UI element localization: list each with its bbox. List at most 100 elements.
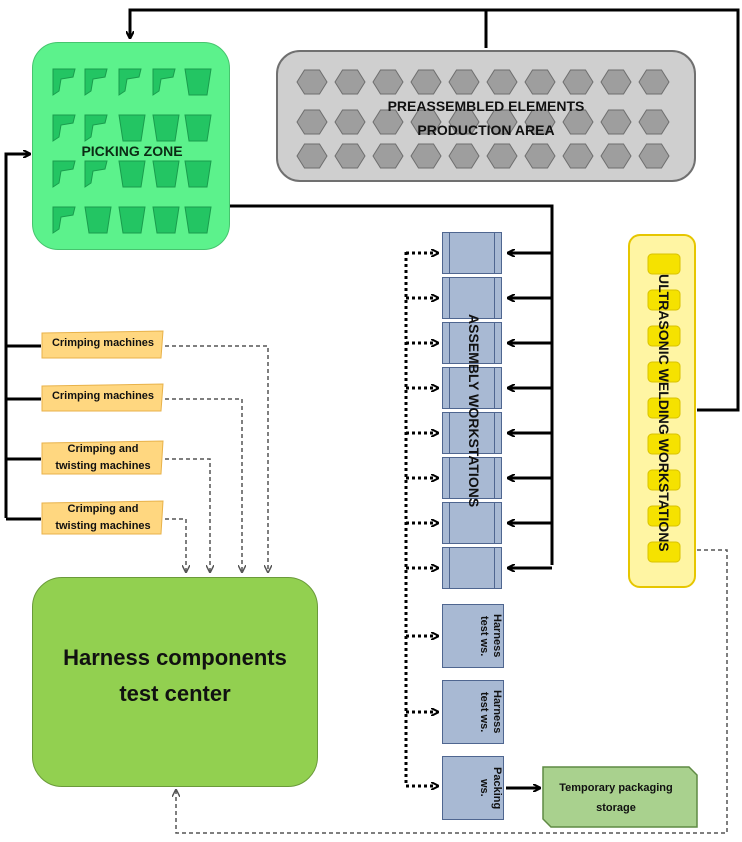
hexagon-cell xyxy=(296,109,328,135)
hexagon-cell xyxy=(372,109,404,135)
hexagon-cell xyxy=(334,69,366,95)
bin-flag xyxy=(84,68,108,96)
packing-ws: Packing ws. xyxy=(442,756,504,820)
hexagon-cell xyxy=(638,143,670,169)
production-hexagons xyxy=(296,69,670,169)
picking-zone: PICKING ZONE xyxy=(32,42,230,250)
bin-flag xyxy=(118,68,142,96)
return-to-picking-line xyxy=(130,8,488,48)
bin-trapezoid xyxy=(152,206,180,234)
picking-to-assembly-trunk xyxy=(230,204,554,565)
packaging-storage-label: Temporary packaging storage xyxy=(548,778,684,818)
bin-trapezoid xyxy=(184,68,212,96)
machine-label: Crimping machines xyxy=(51,390,155,402)
hexagon-cell xyxy=(410,143,442,169)
welding-cell xyxy=(647,469,681,491)
bin-trapezoid xyxy=(118,206,146,234)
assembly-workstation xyxy=(442,457,502,499)
hexagon-cell xyxy=(410,109,442,135)
bin-flag xyxy=(52,114,76,142)
hexagon-cell xyxy=(638,69,670,95)
preassembled-production-area: PREASSEMBLED ELEMENTS PRODUCTION AREA xyxy=(276,50,696,182)
machine-to-test-line xyxy=(165,518,186,572)
picking-bins xyxy=(52,68,212,234)
welding-cell xyxy=(647,541,681,563)
welding-cell xyxy=(647,397,681,419)
packaging-storage-line1: Temporary packaging xyxy=(559,782,673,794)
bin-flag xyxy=(84,160,108,188)
harness-test-ws-1: Harness test ws. xyxy=(442,604,504,668)
bin-flag xyxy=(84,114,108,142)
machine-to-test-line xyxy=(165,458,210,572)
picking-zone-title: PICKING ZONE xyxy=(81,143,183,159)
machine-to-test-line xyxy=(165,345,268,572)
packing-ws-label: Packing ws. xyxy=(478,766,503,810)
welding-cell xyxy=(647,505,681,527)
hexagon-cell xyxy=(562,109,594,135)
assembly-workstation xyxy=(442,232,502,274)
bin-trapezoid xyxy=(84,206,112,234)
hexagon-cell xyxy=(600,69,632,95)
bin-flag xyxy=(152,68,176,96)
hexagon-cell xyxy=(524,109,556,135)
test-center-title: Harness components test center xyxy=(33,640,317,712)
hexagon-cell xyxy=(372,143,404,169)
bin-trapezoid xyxy=(118,114,146,142)
hexagon-cell xyxy=(486,109,518,135)
bin-trapezoid xyxy=(184,160,212,188)
assembly-title: ASSEMBLY WORKSTATIONS xyxy=(466,314,482,508)
hexagon-cell xyxy=(334,109,366,135)
test-return-line xyxy=(176,549,728,834)
ultrasonic-title: ULTRASONIC WELDING WORKSTATIONS xyxy=(656,274,672,552)
assembly-workstation xyxy=(442,412,502,454)
ultrasonic-cells xyxy=(647,253,681,563)
hexagon-cell xyxy=(486,69,518,95)
production-area-title: PREASSEMBLED ELEMENTS PRODUCTION AREA xyxy=(278,94,694,142)
hexagon-cell xyxy=(562,143,594,169)
welding-cell xyxy=(647,253,681,275)
hexagon-cell xyxy=(524,69,556,95)
welding-cell xyxy=(647,361,681,383)
hexagon-cell xyxy=(410,69,442,95)
bin-trapezoid xyxy=(184,114,212,142)
hexagon-cell xyxy=(448,143,480,169)
hexagon-cell xyxy=(372,69,404,95)
production-area-title-line2: PRODUCTION AREA xyxy=(417,122,555,138)
bin-trapezoid xyxy=(118,160,146,188)
machine-tag-shape xyxy=(41,440,164,475)
bin-trapezoid xyxy=(152,114,180,142)
assembly-workstation xyxy=(442,277,502,319)
machines-feed-line xyxy=(4,154,30,518)
packaging-storage xyxy=(542,766,698,828)
machine-label: Crimping machines xyxy=(51,337,155,349)
machine-tag-shape xyxy=(41,383,164,412)
harness-test-ws-2: Harness test ws. xyxy=(442,680,504,744)
production-area-title-line1: PREASSEMBLED ELEMENTS xyxy=(387,98,585,114)
hexagon-cell xyxy=(562,69,594,95)
hexagon-cell xyxy=(296,143,328,169)
hexagon-cell xyxy=(524,143,556,169)
bin-trapezoid xyxy=(152,160,180,188)
assembly-workstation xyxy=(442,367,502,409)
bin-flag xyxy=(52,68,76,96)
machine-tag-shape xyxy=(41,330,164,359)
welding-cell xyxy=(647,433,681,455)
ultrasonic-welding-workstations: ULTRASONIC WELDING WORKSTATIONS xyxy=(628,234,696,588)
assembly-workstation xyxy=(442,502,502,544)
bin-trapezoid xyxy=(184,206,212,234)
welding-cell xyxy=(647,325,681,347)
assembly-workstation xyxy=(442,547,502,589)
machine-tag-shape xyxy=(41,500,164,535)
machine-to-test-line xyxy=(165,398,242,572)
test-center-title-line1: Harness components xyxy=(63,645,287,670)
harness-test-ws-1-label: Harness test ws. xyxy=(478,614,503,658)
hexagon-cell xyxy=(638,109,670,135)
assembly-workstation xyxy=(442,322,502,364)
packaging-storage-line2: storage xyxy=(596,802,636,814)
hexagon-cell xyxy=(334,143,366,169)
hexagon-cell xyxy=(296,69,328,95)
harness-test-ws-2-label: Harness test ws. xyxy=(478,690,503,734)
